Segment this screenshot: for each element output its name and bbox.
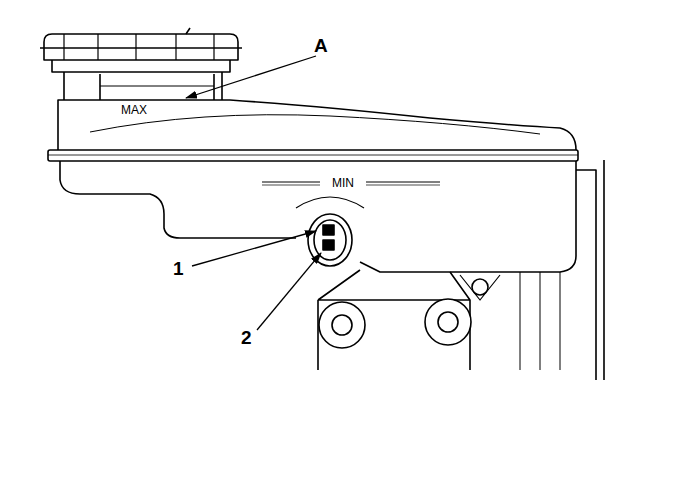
level-mark: MAX	[121, 104, 147, 116]
callout-number: 1	[173, 259, 184, 278]
callout-letter: A	[314, 36, 328, 55]
level-mark: MIN	[332, 177, 354, 189]
callout-number: 2	[241, 328, 252, 347]
